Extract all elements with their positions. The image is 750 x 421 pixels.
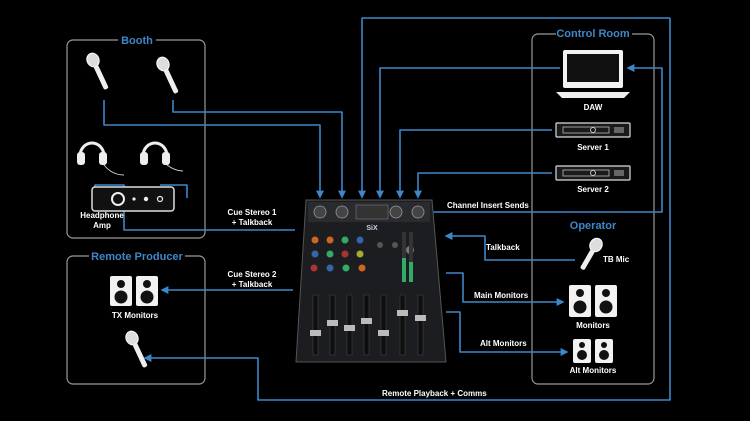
main-monitors-label-wire: Main Monitors <box>474 291 529 300</box>
booth-section: Booth <box>66 34 206 239</box>
wire-server1-to-mixer <box>396 129 552 199</box>
control-room-title: Control Room <box>556 28 630 40</box>
daw-label: DAW <box>584 103 603 112</box>
operator-title: Operator <box>570 220 617 232</box>
wire-alt-monitors <box>446 311 569 356</box>
main-monitors-label: Monitors <box>576 321 610 330</box>
headphones-icon <box>140 141 184 172</box>
wire-server2-to-mixer <box>414 172 552 199</box>
booth-title: Booth <box>121 35 153 47</box>
cue-stereo-2-label-line1: Cue Stereo 2 <box>228 270 277 279</box>
remote-producer-section: Remote Producer <box>66 250 206 385</box>
cue-stereo-2-label-line2: + Talkback <box>232 280 273 289</box>
wire-amp-out <box>160 184 188 198</box>
control-room-section: Control Room Operator <box>531 27 655 385</box>
cue-stereo-1-label-line1: Cue Stereo 1 <box>228 208 277 217</box>
server2-label: Server 2 <box>577 185 609 194</box>
wire-main-monitors <box>446 272 565 306</box>
cue-stereo-1-label-line2: + Talkback <box>232 218 273 227</box>
microphone-icon <box>580 237 603 270</box>
microphone-icon <box>156 56 179 94</box>
microphone-icon <box>125 330 148 368</box>
speaker-icon <box>595 285 617 317</box>
wire-control-room-top <box>358 17 670 199</box>
wire-booth-mic-2 <box>172 100 346 199</box>
mixer-name: SiX <box>366 225 378 232</box>
wire-cue-stereo-1 <box>120 203 295 231</box>
speaker-icon <box>573 339 591 363</box>
wire-channel-insert-sends <box>432 64 663 213</box>
channel-insert-sends-label: Channel Insert Sends <box>447 201 529 210</box>
headphones-icon <box>77 141 125 176</box>
tx-monitors-label: TX Monitors <box>112 311 159 320</box>
wire-remote-playback <box>143 18 671 401</box>
talkback-label: Talkback <box>486 243 520 252</box>
monitor-icon <box>556 50 630 98</box>
speaker-icon <box>136 276 158 306</box>
speaker-icon <box>110 276 132 306</box>
wire-booth-mic-1 <box>103 100 324 199</box>
remote-producer-title: Remote Producer <box>91 251 183 263</box>
headphone-amp-label-1: Headphone <box>80 211 124 220</box>
alt-monitors-label-wire: Alt Monitors <box>480 339 527 348</box>
alt-monitors-device-label: Alt Monitors <box>570 366 617 375</box>
wire-daw-to-mixer <box>376 67 560 199</box>
headphone-amp-label-2: Amp <box>93 221 111 230</box>
headphone-amp-icon <box>91 186 175 212</box>
remote-producer-box <box>66 255 206 385</box>
mixer-console-icon: SiX <box>295 199 447 363</box>
tb-mic-label: TB Mic <box>603 255 630 264</box>
remote-playback-label: Remote Playback + Comms <box>382 389 487 398</box>
speaker-icon <box>595 339 613 363</box>
microphone-icon <box>86 52 109 90</box>
server-icon <box>555 122 631 138</box>
server1-label: Server 1 <box>577 143 609 152</box>
wire-talkback <box>444 232 575 261</box>
server-icon <box>555 165 631 181</box>
speaker-icon <box>569 285 591 317</box>
